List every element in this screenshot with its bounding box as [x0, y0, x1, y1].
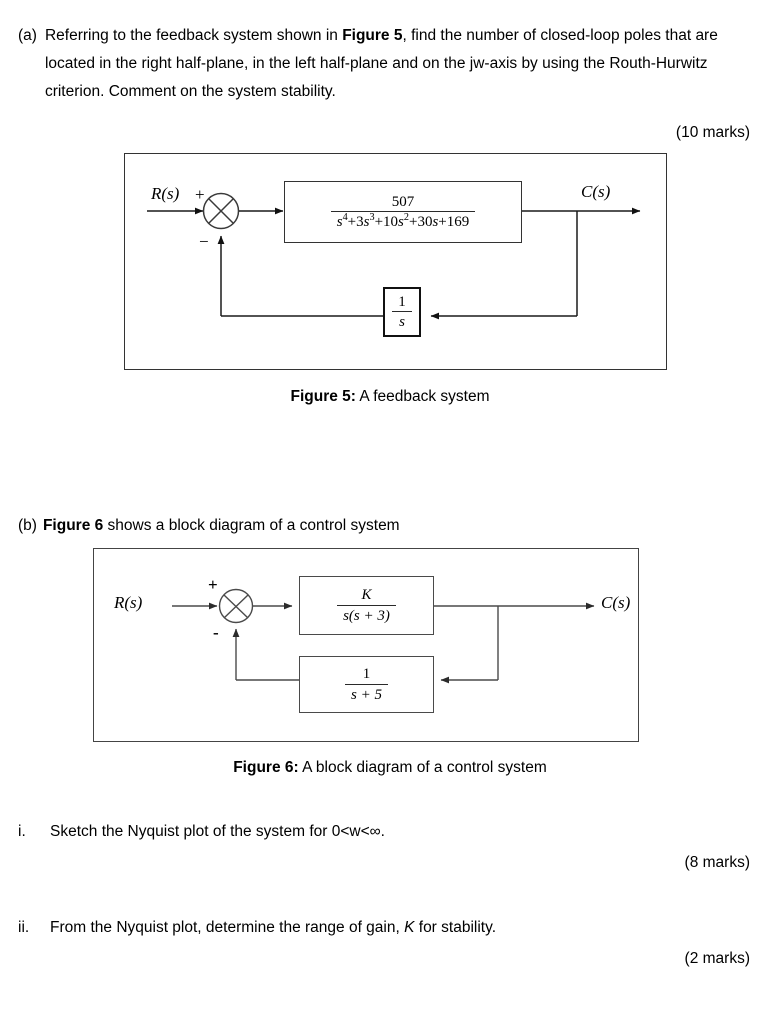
- question-part-b: (b) Figure 6 shows a block diagram of a …: [18, 512, 760, 540]
- figure-5-minus-sign: −: [199, 232, 209, 251]
- part-a-text-run-2: , find the number of closed-loop poles t…: [44, 27, 718, 100]
- figure-5-feedback-numerator: 1: [398, 293, 406, 310]
- figure-5-caption-text: A feedback system: [355, 388, 490, 405]
- figure-5-wiring: [147, 192, 641, 320]
- part-a-marker: (a): [18, 27, 37, 44]
- figure-5-caption: Figure 5: A feedback system: [0, 387, 780, 407]
- part-b-text-run-1: shows a block diagram of a control syste…: [103, 517, 400, 534]
- sub-question-i: i. Sketch the Nyquist plot of the system…: [18, 818, 760, 846]
- figure-5-forward-denominator: s4+3s3+10s2+30s+169: [330, 211, 476, 230]
- figure-6-feedback-fraction: 1 s + 5: [345, 666, 388, 703]
- part-a-text-run-1: Referring to the feedback system shown i…: [44, 27, 343, 44]
- sub-question-ii-gain-symbol: K: [404, 919, 415, 936]
- figure-6-minus-sign: -: [213, 623, 219, 642]
- figure-5-diagram: R(s) + − C(s) 507 s4+3s3+10s2+30s+169 1 …: [124, 153, 667, 370]
- figure-5-input-label: R(s): [151, 184, 180, 203]
- sub-question-ii-text-run-1: From the Nyquist plot, determine the ran…: [50, 919, 405, 936]
- figure-6-forward-numerator: K: [361, 587, 372, 604]
- figure-6-plus-sign: +: [208, 575, 218, 594]
- sub-question-i-marker: i.: [18, 823, 26, 840]
- sub-question-ii: ii. From the Nyquist plot, determine the…: [18, 914, 760, 942]
- sub-question-ii-text-run-2: for stability.: [414, 919, 496, 936]
- figure-6-caption-label: Figure 6:: [233, 759, 299, 776]
- part-a-marks: (10 marks): [675, 124, 750, 141]
- sub-question-ii-text: From the Nyquist plot, determine the ran…: [50, 914, 496, 942]
- figure-5-forward-block: 507 s4+3s3+10s2+30s+169: [284, 181, 522, 243]
- figure-6-feedback-denominator: s + 5: [345, 683, 388, 703]
- figure-6-caption: Figure 6: A block diagram of a control s…: [0, 758, 780, 778]
- sub-question-ii-marker: ii.: [18, 919, 30, 936]
- figure-6-forward-block: K s(s + 3): [299, 576, 434, 635]
- figure-6-caption-text: A block diagram of a control system: [298, 759, 547, 776]
- figure-5-forward-numerator: 507: [391, 193, 415, 210]
- sub-question-ii-marks: (2 marks): [684, 950, 750, 967]
- figure-6-forward-fraction: K s(s + 3): [337, 587, 396, 624]
- figure-5-feedback-fraction: 1 s: [392, 294, 412, 330]
- figure-6-feedback-block: 1 s + 5: [299, 656, 434, 713]
- figure-6-wiring: [172, 588, 595, 684]
- sub-question-i-text: Sketch the Nyquist plot of the system fo…: [50, 823, 385, 840]
- figure-5-caption-label: Figure 5:: [290, 388, 356, 405]
- question-part-a: (a) Referring to the feedback system sho…: [18, 22, 760, 106]
- part-a-figure-reference: Figure 5: [342, 27, 403, 44]
- figure-5-plus-sign: +: [195, 185, 205, 204]
- figure-5-feedback-block: 1 s: [383, 287, 421, 337]
- sub-question-i-marks: (8 marks): [684, 854, 750, 871]
- part-b-figure-reference: Figure 6: [42, 517, 104, 534]
- figure-5-forward-fraction: 507 s4+3s3+10s2+30s+169: [330, 193, 476, 230]
- figure-5-feedback-denominator: s: [392, 311, 412, 330]
- part-b-marker: (b): [18, 517, 37, 534]
- figure-6-output-label: C(s): [601, 593, 631, 612]
- figure-6-feedback-numerator: 1: [362, 666, 371, 683]
- figure-5-output-label: C(s): [581, 182, 611, 201]
- part-b-text: Figure 6 shows a block diagram of a cont…: [43, 512, 400, 540]
- figure-6-forward-denominator: s(s + 3): [337, 604, 396, 624]
- part-a-text: Referring to the feedback system shown i…: [45, 22, 760, 106]
- figure-6-input-label: R(s): [114, 593, 143, 612]
- figure-6-diagram: R(s) + - C(s) K s(s + 3) 1 s + 5: [93, 548, 639, 742]
